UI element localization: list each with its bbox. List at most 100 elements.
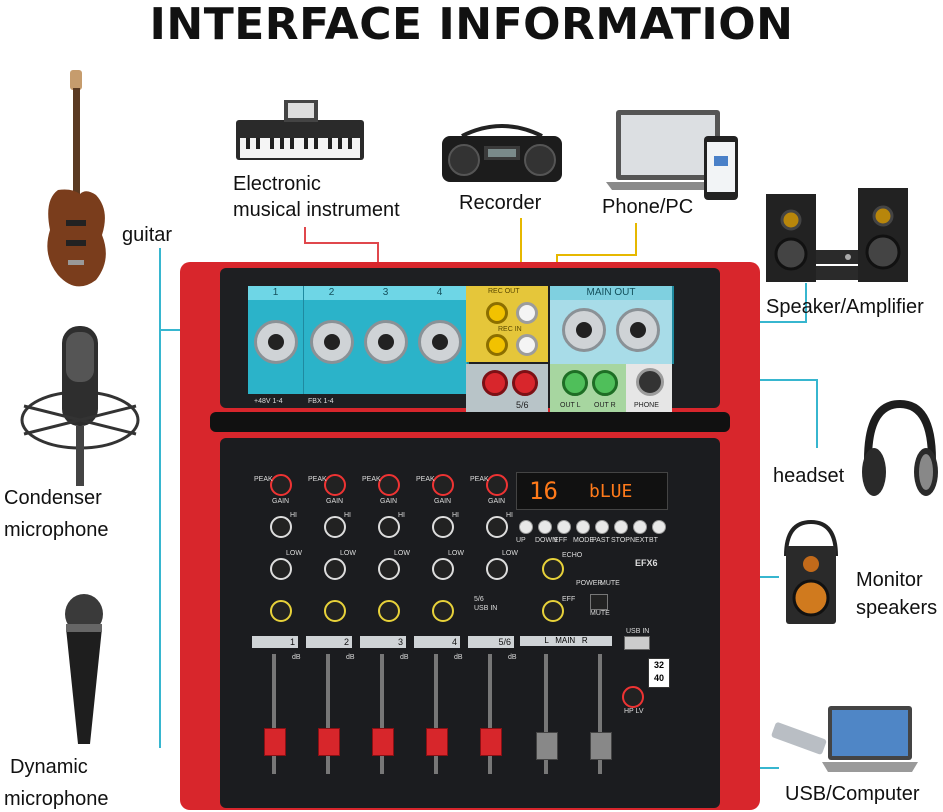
combo-jack-1[interactable] [254, 320, 298, 364]
peak-label-4: PEAK [416, 476, 435, 483]
rec-out-label: REC OUT [488, 288, 520, 295]
db-label-3: dB [400, 654, 409, 661]
combo-jack-4[interactable] [418, 320, 462, 364]
fx-button-label-4: MODE [573, 537, 594, 544]
db-label-2: dB [346, 654, 355, 661]
echo-knob[interactable] [542, 558, 564, 580]
effects-display: 16 bLUE [516, 472, 668, 510]
channel-fader-1[interactable] [264, 728, 286, 756]
low-label-1: LOW [286, 550, 302, 557]
fader-track-3 [380, 654, 384, 774]
low-knob-4[interactable] [432, 558, 454, 580]
eff-master-knob[interactable] [542, 600, 564, 622]
input-6-jack[interactable] [512, 370, 538, 396]
rec-out-right[interactable] [516, 302, 538, 324]
gain-knob-3[interactable] [378, 474, 400, 496]
fx-button-label-3: EFF [554, 537, 568, 544]
channel-fader-4[interactable] [426, 728, 448, 756]
phone-jack[interactable] [636, 368, 664, 396]
mute-led-label: MUTE [600, 580, 620, 587]
hp-lv-label: HP LV [624, 708, 644, 715]
fader-track-5 [488, 654, 492, 774]
low-knob-1[interactable] [270, 558, 292, 580]
input-block-3: 3 [358, 286, 415, 394]
hi-knob-5[interactable] [486, 516, 508, 538]
low-knob-3[interactable] [378, 558, 400, 580]
fx-button-stop[interactable] [614, 520, 628, 534]
electronic-label-2: musical instrument [233, 199, 400, 221]
gain-knob-5[interactable] [486, 474, 508, 496]
out-right-jack[interactable] [592, 370, 618, 396]
fbx-label: FBX 1-4 [308, 398, 334, 405]
combo-jack-2[interactable] [310, 320, 354, 364]
dynamic-microphone-icon [65, 594, 103, 744]
eff-knob-3[interactable] [378, 600, 400, 622]
switch-56-label: 5/6 [474, 596, 484, 603]
badge-bottom: 40 [653, 673, 664, 683]
usb-in-label: USB IN [626, 628, 650, 635]
rec-in-right[interactable] [516, 334, 538, 356]
fader-track-4 [434, 654, 438, 774]
db-label-1: dB [292, 654, 301, 661]
rec-out-left[interactable] [486, 302, 508, 324]
audio-mixer: 1 2 3 4 +48V 1-4 FBX 1-4 REC OUT REC IN … [180, 262, 760, 810]
eff-knob-2[interactable] [324, 600, 346, 622]
fx-button-bt[interactable] [652, 520, 666, 534]
main-out-right[interactable] [616, 308, 660, 352]
channel-fader-5[interactable] [480, 728, 502, 756]
hi-label-5: HI [506, 512, 513, 519]
combo-jack-3[interactable] [364, 320, 408, 364]
gain-knob-4[interactable] [432, 474, 454, 496]
channel-fader-3[interactable] [372, 728, 394, 756]
fx-button-label-7: NEXT [630, 537, 649, 544]
out-left-jack[interactable] [562, 370, 588, 396]
peak-label-5: PEAK [470, 476, 489, 483]
fx-button-up[interactable] [519, 520, 533, 534]
input-label-4: 4 [412, 286, 467, 300]
fx-button-mode[interactable] [576, 520, 590, 534]
main-label: MAIN [555, 636, 576, 645]
main-fader-right[interactable] [590, 732, 612, 760]
low-knob-2[interactable] [324, 558, 346, 580]
laptop-phone-icon [606, 110, 738, 200]
channel-fader-2[interactable] [318, 728, 340, 756]
main-fader-left[interactable] [536, 732, 558, 760]
rec-block: REC OUT REC IN [466, 286, 548, 362]
gain-knob-1[interactable] [270, 474, 292, 496]
fx-button-eff[interactable] [557, 520, 571, 534]
db-label-4: dB [454, 654, 463, 661]
display-text: bLUE [589, 481, 633, 502]
eff-master-label: EFF [562, 596, 576, 603]
monitor-speakers-icon [784, 520, 838, 624]
power-label: POWER [576, 580, 603, 587]
fx-button-next[interactable] [633, 520, 647, 534]
hi-label-1: HI [290, 512, 297, 519]
hi-label-4: HI [452, 512, 459, 519]
usb-port[interactable] [624, 636, 650, 650]
input-label-1: 1 [248, 286, 303, 300]
mute-button[interactable] [590, 594, 608, 610]
gain-knob-2[interactable] [324, 474, 346, 496]
headphone-level-knob[interactable] [622, 686, 644, 708]
input-5-jack[interactable] [482, 370, 508, 396]
fx-button-label-5: PAST [592, 537, 610, 544]
channel-label-2: 2 [306, 636, 352, 648]
hi-knob-3[interactable] [378, 516, 400, 538]
hi-knob-1[interactable] [270, 516, 292, 538]
fx-button-label-2: DOWN [535, 537, 558, 544]
main-out-label: MAIN OUT [550, 286, 672, 300]
main-out-block: MAIN OUT [550, 286, 674, 364]
low-knob-5[interactable] [486, 558, 508, 580]
fx-button-down[interactable] [538, 520, 552, 534]
eff-knob-1[interactable] [270, 600, 292, 622]
eff-knob-4[interactable] [432, 600, 454, 622]
low-label-5: LOW [502, 550, 518, 557]
fx-button-past[interactable] [595, 520, 609, 534]
main-l-label: L [544, 636, 549, 645]
hi-knob-2[interactable] [324, 516, 346, 538]
low-label-4: LOW [448, 550, 464, 557]
rec-in-left[interactable] [486, 334, 508, 356]
condenser-label-2: microphone [4, 519, 109, 541]
hi-knob-4[interactable] [432, 516, 454, 538]
main-out-left[interactable] [562, 308, 606, 352]
